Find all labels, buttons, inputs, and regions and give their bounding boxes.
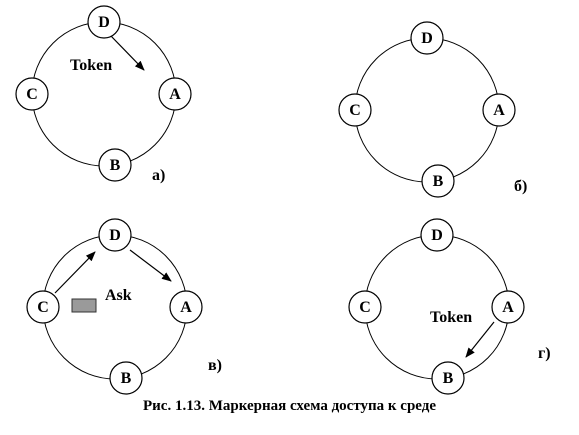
- node-label: D: [431, 227, 443, 244]
- ask-packet: [71, 298, 97, 313]
- node-label: D: [109, 227, 121, 244]
- node-c: C: [26, 290, 60, 324]
- node-label: A: [502, 299, 514, 316]
- node-label: A: [169, 86, 181, 103]
- panel-g: D A B C Token г): [348, 218, 551, 395]
- node-d: D: [98, 218, 132, 252]
- ring: [31, 21, 177, 167]
- panel-v: D A B C Ask в): [26, 218, 222, 395]
- node-label: C: [349, 102, 361, 119]
- node-c: C: [338, 93, 372, 127]
- node-a: A: [169, 290, 203, 324]
- arrow-c-to-d: [54, 251, 96, 294]
- node-label: C: [359, 299, 371, 316]
- node-b: B: [431, 361, 465, 395]
- figure-caption: Рис. 1.13. Маркерная схема доступа к сре…: [142, 398, 436, 414]
- node-label: A: [180, 299, 192, 316]
- token-label: Token: [70, 57, 112, 74]
- node-a: A: [158, 77, 192, 111]
- arrow-d-to-a: [129, 249, 172, 282]
- node-label: D: [421, 30, 433, 47]
- node-b: B: [421, 164, 455, 198]
- node-label: B: [433, 173, 444, 190]
- node-a: A: [482, 93, 516, 127]
- panel-tag: г): [538, 345, 551, 362]
- node-label: B: [121, 370, 132, 387]
- node-label: C: [26, 86, 38, 103]
- node-label: A: [493, 102, 505, 119]
- token-label: Token: [430, 309, 472, 326]
- ring: [42, 234, 188, 380]
- panel-tag: в): [208, 357, 222, 374]
- node-b: B: [109, 361, 143, 395]
- ring: [354, 37, 500, 183]
- panel-b: D A B C б): [338, 21, 527, 198]
- node-d: D: [410, 21, 444, 55]
- node-a: A: [491, 290, 525, 324]
- node-c: C: [348, 290, 382, 324]
- arrow-d-to-a: [109, 34, 145, 71]
- node-b: B: [98, 148, 132, 182]
- node-d: D: [87, 5, 121, 39]
- node-label: B: [443, 370, 454, 387]
- node-label: B: [110, 157, 121, 174]
- node-c: C: [15, 77, 49, 111]
- node-d: D: [420, 218, 454, 252]
- panel-a: D A B C Token а): [15, 5, 192, 184]
- ring: [364, 234, 510, 380]
- arrow-a-to-b: [465, 321, 495, 358]
- node-label: D: [98, 14, 110, 31]
- panel-tag: б): [514, 178, 527, 195]
- panel-tag: а): [152, 167, 165, 184]
- node-label: C: [37, 299, 49, 316]
- ask-label: Ask: [105, 287, 132, 304]
